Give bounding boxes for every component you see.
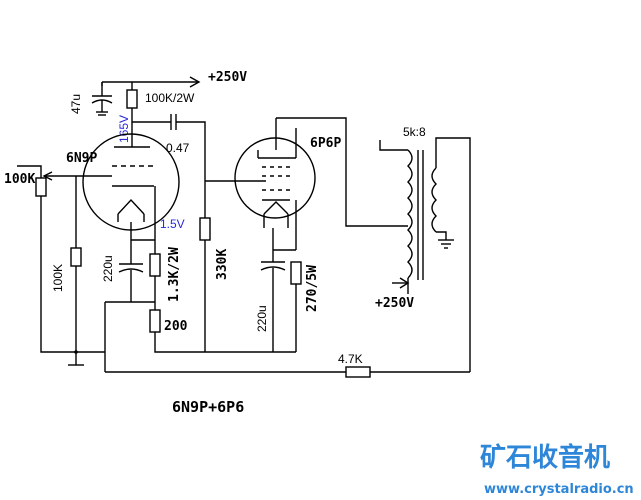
transformer-label: 5k:8: [403, 125, 426, 139]
feedback-resistor: [105, 366, 470, 378]
cathode-capacitor2-label: 220u: [255, 305, 269, 332]
plate-resistor: [126, 82, 138, 134]
coupling-capacitor-label: 0.47: [166, 141, 190, 155]
output-transformer: [379, 137, 471, 372]
decoupling-capacitor: [91, 82, 113, 116]
grid-resistor-2: [199, 180, 238, 352]
cathode-resistor1-label: 1.3K/2W: [167, 247, 182, 302]
plate-resistor-label: 100K/2W: [145, 91, 195, 105]
screen-connection: [276, 117, 408, 227]
grid-resistor2-label: 330K: [215, 249, 230, 280]
grid-resistor-label: 100K: [51, 264, 65, 292]
cathode-voltage-label: 1.5V: [160, 217, 185, 231]
input-potentiometer: [17, 165, 105, 353]
coupling-capacitor: [132, 114, 206, 181]
plate-voltage-label: 165V: [117, 115, 131, 143]
cathode-capacitor1-label: 220u: [101, 255, 115, 282]
watermark-brand: 矿石收音机: [480, 442, 610, 473]
potentiometer-label: 100K: [4, 172, 35, 187]
cathode-network-1: [104, 222, 205, 372]
cathode-resistor2-label: 270/5W: [305, 265, 320, 312]
tube-6n9p: [82, 133, 180, 231]
feedback-shunt-label: 200: [164, 319, 188, 334]
supply-label-bottom: +250V: [375, 296, 414, 311]
decoupling-capacitor-label: 47u: [69, 94, 83, 114]
supply-rail-top: [102, 76, 201, 88]
tube-6p6p: [234, 118, 316, 228]
schematic-caption: 6N9P+6P6: [172, 398, 244, 416]
tube2-label: 6P6P: [310, 136, 341, 151]
cathode-network-2: [205, 228, 302, 353]
grid-resistor: [68, 176, 84, 366]
watermark-url: www.crystalradio.cn: [484, 482, 634, 497]
supply-label-top: +250V: [208, 70, 247, 85]
feedback-resistor-label: 4.7K: [338, 352, 363, 366]
tube1-label: 6N9P: [66, 151, 97, 166]
